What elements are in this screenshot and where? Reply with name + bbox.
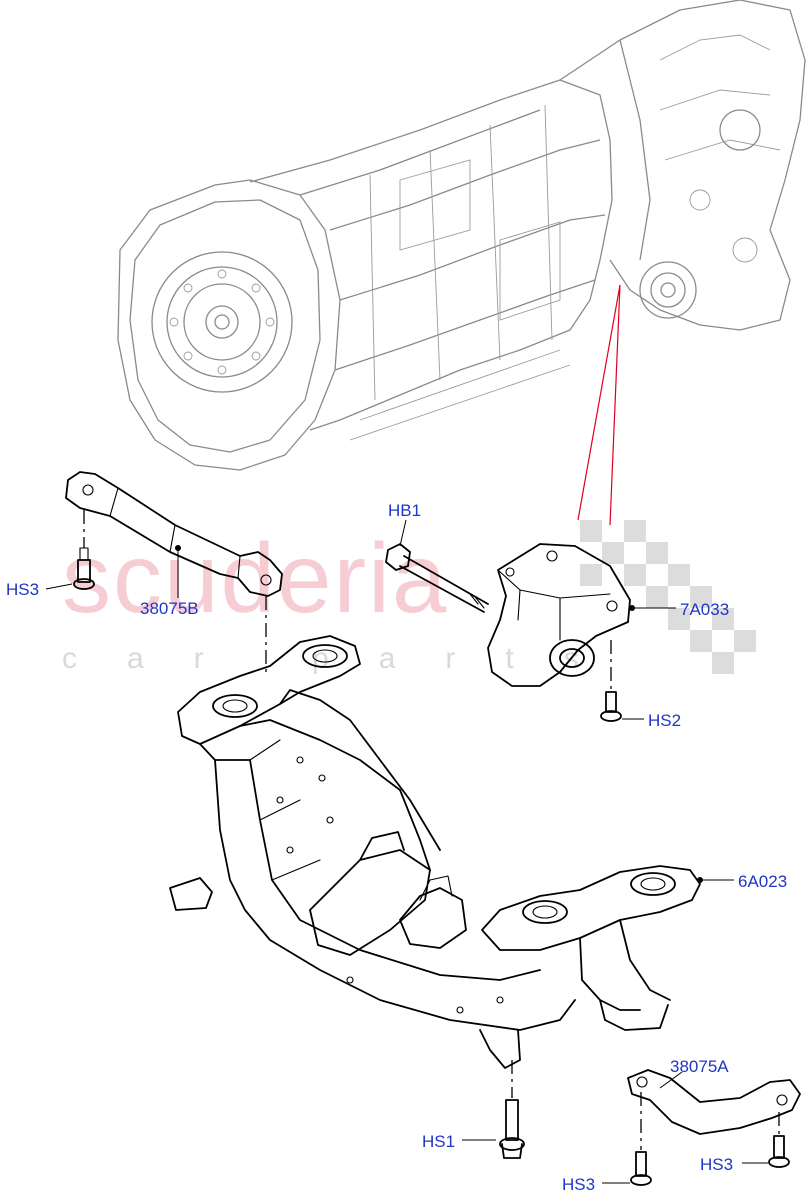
- label-hs3-left: HS3: [6, 580, 39, 599]
- label-38075a: 38075A: [670, 1057, 729, 1076]
- brace-38075b: [65, 471, 283, 597]
- bolt-hs3-right: [768, 1135, 790, 1168]
- label-6a023: 6A023: [738, 872, 787, 891]
- bolt-hs3-left: [73, 547, 95, 590]
- crossmember-6a023: [169, 635, 701, 1069]
- label-hb1: HB1: [388, 501, 421, 520]
- alignment-lines: [83, 510, 780, 1150]
- label-hs1: HS1: [422, 1132, 455, 1151]
- bolt-hs1: [499, 1099, 525, 1159]
- transmission-assembly: [117, 0, 806, 471]
- watermark-brand: scuderia: [62, 523, 448, 633]
- bolt-hs3-bottom: [630, 1151, 652, 1186]
- label-hs2: HS2: [648, 711, 681, 730]
- transmission-mount-7a033: [487, 543, 631, 687]
- brace-38075a: [627, 1069, 801, 1135]
- watermark-sub: car parts: [62, 642, 629, 675]
- label-7a033: 7A033: [680, 600, 729, 619]
- label-hs3-bottom: HS3: [562, 1175, 595, 1194]
- reference-lines: [577, 284, 621, 526]
- label-38075b: 38075B: [140, 599, 199, 618]
- flywheel: [151, 251, 293, 393]
- callout-labels: HB1 HS3 38075B 7A033 HS2 6A023 38075A HS…: [6, 501, 787, 1194]
- watermark: scuderia car parts: [62, 520, 756, 675]
- leader-lines: [45, 519, 768, 1184]
- label-hs3-right: HS3: [700, 1155, 733, 1174]
- checkered-flag-logo: [580, 520, 756, 674]
- bolt-hs2: [600, 691, 622, 722]
